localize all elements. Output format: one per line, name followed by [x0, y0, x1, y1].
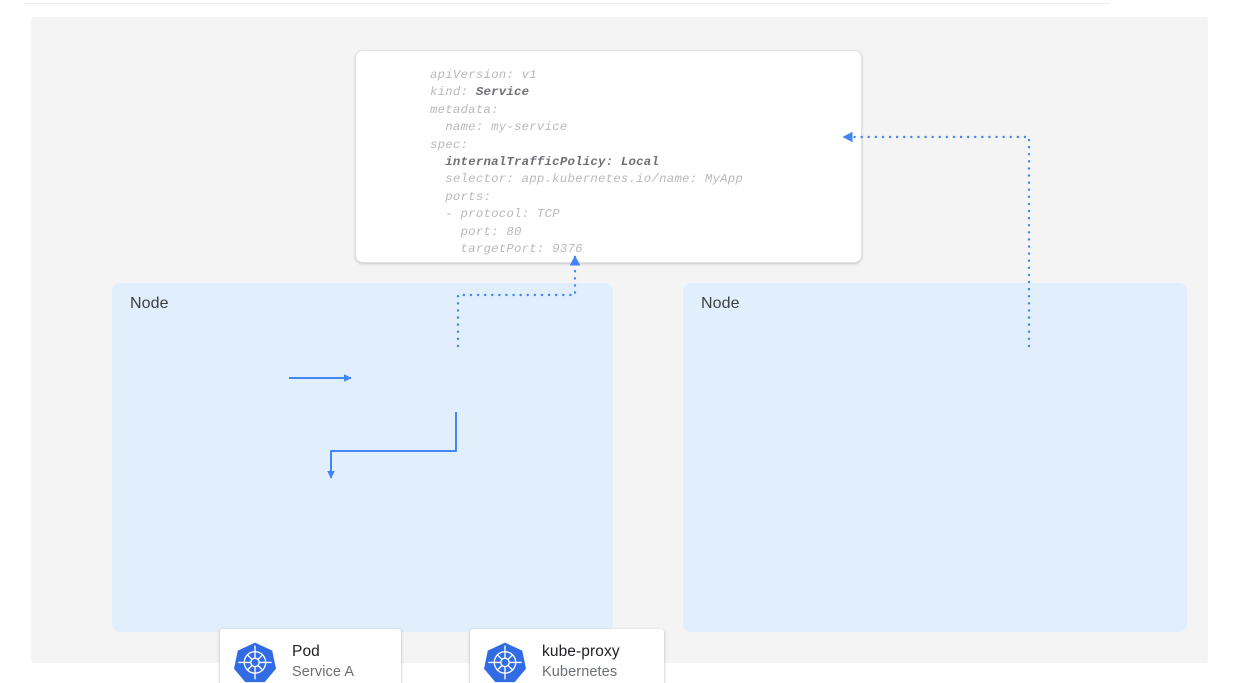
diagram-canvas: apiVersion: v1 kind: Service metadata: n… [31, 17, 1208, 683]
card-pod-service-a[interactable]: Pod Service A [220, 629, 401, 683]
kubernetes-icon [484, 641, 526, 683]
kubernetes-icon [234, 641, 276, 683]
card-kube-proxy-left[interactable]: kube-proxy Kubernetes [470, 629, 664, 683]
service-manifest-card: apiVersion: v1 kind: Service metadata: n… [355, 50, 862, 263]
card-subtitle: Kubernetes [542, 664, 618, 680]
service-manifest-code: apiVersion: v1 kind: Service metadata: n… [430, 68, 744, 257]
node-container-right: Node [683, 283, 1187, 632]
card-title: Pod [292, 643, 320, 660]
node-label-left: Node [130, 295, 169, 312]
node-container-left: Node [112, 283, 664, 683]
card-text: kube-proxy Kubernetes [542, 642, 620, 682]
card-subtitle: Service A [292, 664, 355, 680]
top-divider [24, 3, 1109, 4]
card-title: kube-proxy [542, 643, 620, 660]
card-text: Pod Service A [292, 642, 354, 682]
node-label-right: Node [701, 295, 740, 312]
